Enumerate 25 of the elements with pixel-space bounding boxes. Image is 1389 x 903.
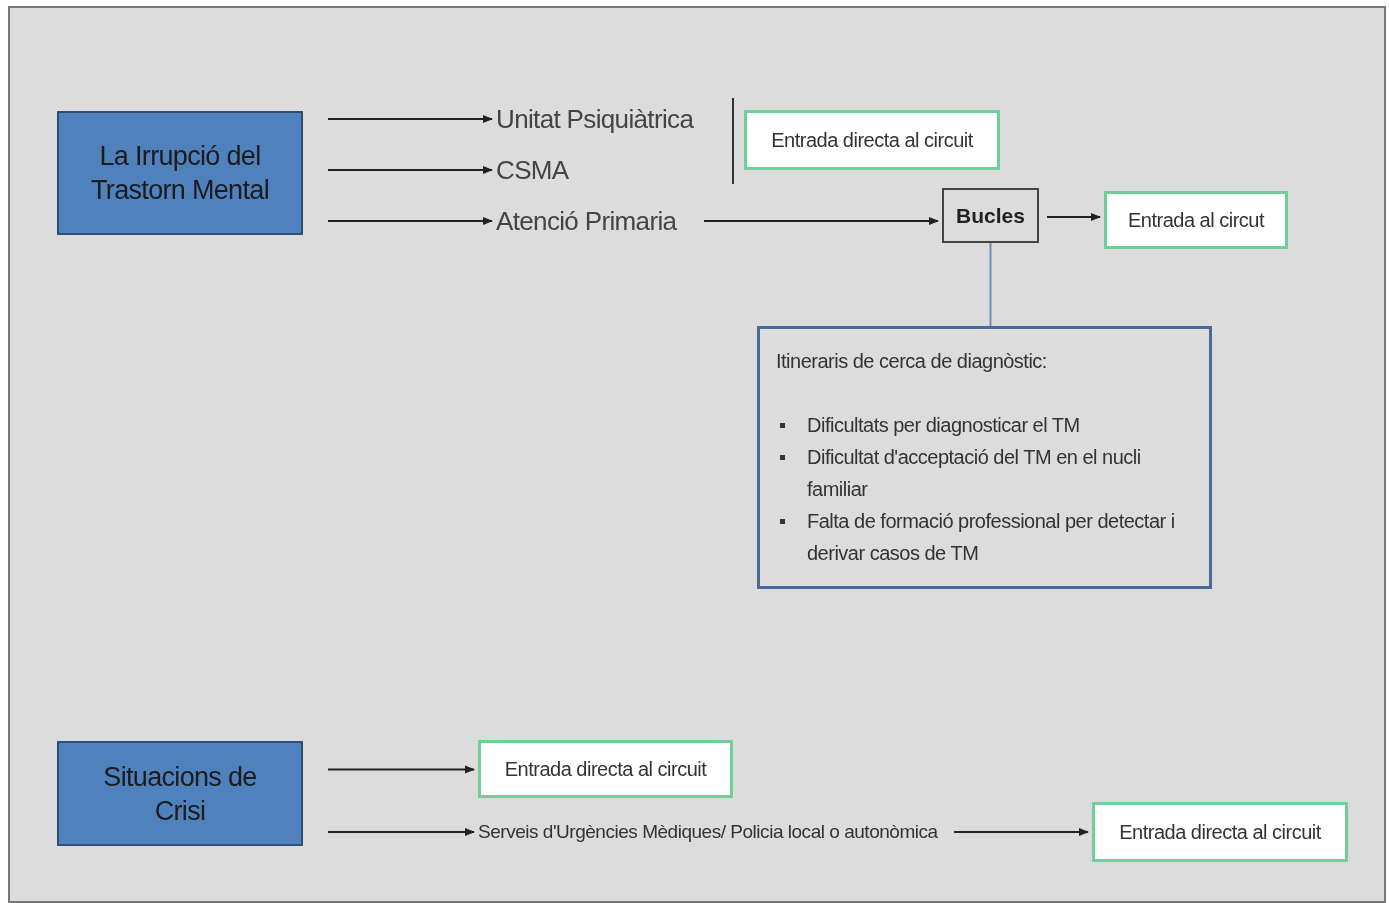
bullet-item: Falta de formació professional per detectar i derivar casos de TM	[807, 509, 1176, 566]
destination-label: Atenció Primaria	[496, 202, 696, 240]
destination-label: Serveis d'Urgències Mèdiques/ Policia local o autonòmica	[478, 813, 946, 851]
entry-box: Entrada directa al circuit	[478, 740, 733, 798]
entry-box: Entrada al circut	[1104, 191, 1288, 249]
arrow	[703, 217, 939, 225]
arrow	[953, 828, 1089, 836]
arrow	[327, 166, 493, 174]
bullet-item: Dificultats per diagnosticar el TM	[807, 413, 1080, 438]
arrow	[327, 115, 493, 123]
arrow	[1046, 213, 1101, 221]
entry-box: Entrada directa al circuit	[1092, 802, 1348, 862]
entry-box: Entrada directa al circuit	[744, 110, 1000, 170]
note-heading: Itineraris de cerca de diagnòstic:	[776, 349, 1048, 374]
destination-label: Unitat Psiquiàtrica	[496, 100, 722, 138]
arrow	[327, 765, 475, 774]
arrow	[327, 828, 475, 836]
category-box: Situacions de Crisi	[57, 741, 303, 846]
arrow	[327, 217, 493, 225]
loop-box: Bucles	[942, 188, 1039, 243]
category-box: La Irrupció del Trastorn Mental	[57, 111, 303, 235]
note-box	[757, 326, 1212, 589]
bullet-item: Dificultat d'acceptació del TM en el nucli familiar	[807, 445, 1142, 502]
destination-label: CSMA	[496, 151, 596, 189]
connector-line	[989, 242, 992, 327]
